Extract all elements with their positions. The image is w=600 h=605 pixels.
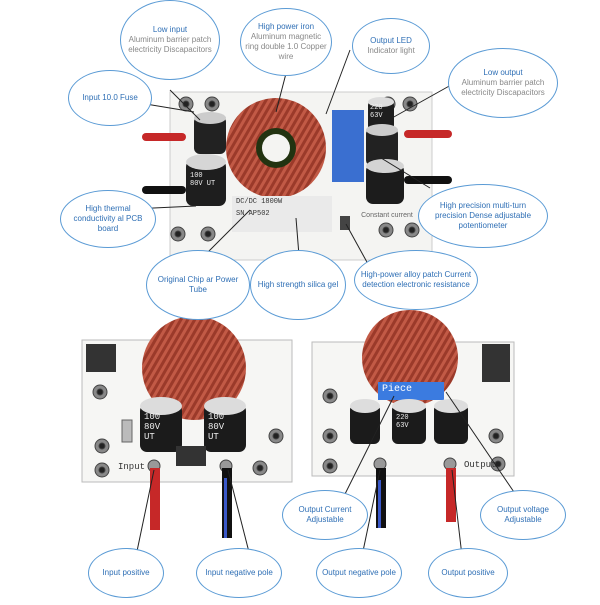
board-sn-text: SN AP502 [236, 210, 270, 218]
potentiometer-bottom [378, 382, 444, 400]
callout-input-fuse: Input 10.0 Fuse [68, 70, 152, 126]
board-model-text: DC/DC 1800W [236, 198, 283, 206]
cap-left-text: 100 80V UT [190, 172, 216, 188]
bl-cap2-text: 100 80V UT [208, 412, 225, 442]
capacitors-top [186, 97, 404, 206]
high-thermal-label: High thermal conductivity al PCB board [73, 204, 143, 233]
input-fuse-label: Input 10.0 Fuse [82, 93, 138, 102]
input-label: Input [118, 462, 146, 472]
constant-current-text: Constant current [361, 212, 413, 219]
output-led-title: Output LED [370, 36, 412, 45]
low-input-title: Low input [152, 25, 188, 34]
high-power-iron-sub: Aluminum magnetic ring double 1.0 Copper… [245, 32, 327, 61]
piece-text: Piece [382, 384, 413, 395]
output-voltage-label: Output voltage Adjustable [496, 505, 550, 524]
br-caps-text: 220 63V [396, 414, 409, 430]
input-positive-label: Input positive [102, 568, 150, 577]
callout-output-negative: Output negative pole [316, 548, 402, 598]
callout-input-positive: Input positive [88, 548, 164, 598]
callout-output-current: Output Current Adjustable [282, 490, 368, 540]
output-negative-label: Output negative pole [322, 568, 396, 577]
high-power-iron-title: High power iron [257, 22, 315, 31]
high-precision-label: High precision multi-turn precision Dens… [434, 201, 532, 230]
callout-output-voltage: Output voltage Adjustable [480, 490, 566, 540]
callout-output-positive: Output positive [428, 548, 508, 598]
output-positive-label: Output positive [441, 568, 495, 577]
low-input-sub: Aluminum barrier patch electricity Disca… [128, 35, 212, 54]
input-negative-label: Input negative pole [205, 568, 273, 577]
callout-alloy-patch: High-power alloy patch Current detection… [354, 250, 478, 310]
callout-high-precision: High precision multi-turn precision Dens… [418, 184, 548, 248]
output-current-label: Output Current Adjustable [298, 505, 352, 524]
callout-input-negative: Input negative pole [196, 548, 282, 598]
low-output-sub: Aluminum barrier patch electricity Disca… [461, 78, 545, 97]
alloy-patch-label: High-power alloy patch Current detection… [360, 270, 472, 289]
bl-cap1-text: 100 80V UT [144, 412, 161, 442]
high-strength-label: High strength silica gel [257, 280, 339, 289]
cap-right-text: 220 63V [370, 104, 383, 120]
original-chip-label: Original Chip ar Power Tube [157, 275, 239, 294]
potentiometer-top [332, 110, 364, 182]
low-output-title: Low output [483, 68, 523, 77]
callout-original-chip: Original Chip ar Power Tube [146, 250, 250, 320]
callout-high-thermal: High thermal conductivity al PCB board [60, 190, 156, 248]
callout-high-strength: High strength silica gel [250, 250, 346, 320]
output-label: Output [464, 460, 497, 470]
indicator-light-label: Indicator light [367, 46, 415, 55]
